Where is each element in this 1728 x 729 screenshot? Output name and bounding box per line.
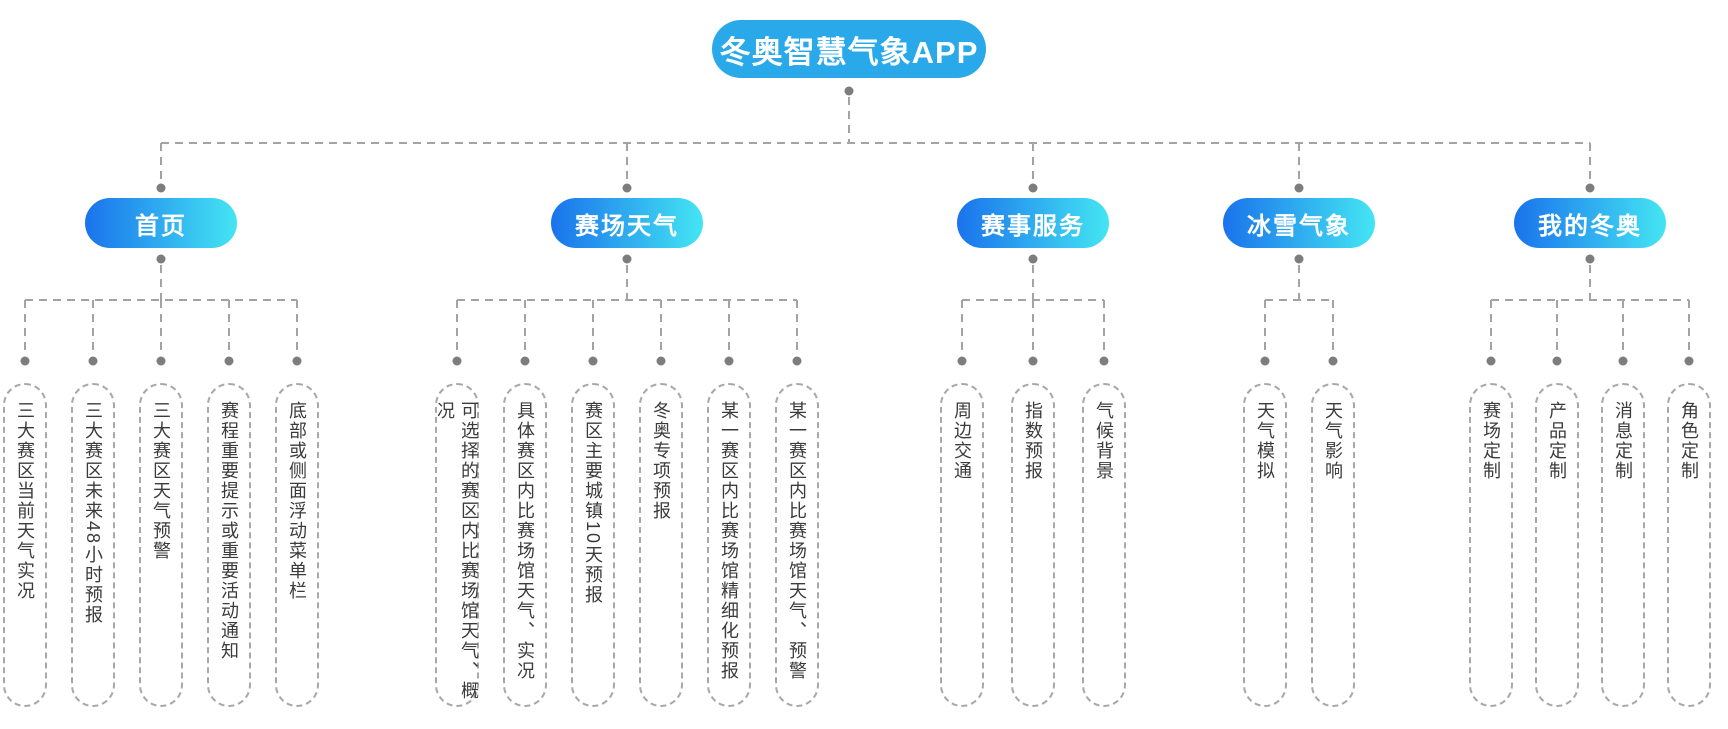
leaf-group-home: 三大赛区当前天气实况 三大赛区未来48小时预报 三大赛区天气预警 赛程重要提示或… <box>3 383 319 707</box>
leaf-node: 消息定制 <box>1601 383 1645 707</box>
leaf-group-event-services: 周边交通 指数预报 气候背景 <box>940 383 1126 707</box>
branch-node-venue-weather: 赛场天气 <box>551 198 703 248</box>
leaf-label: 底部或侧面浮动菜单栏 <box>287 401 307 601</box>
leaf-label: 具体赛区内比赛场馆天气、实况 <box>515 401 535 681</box>
leaf-node: 三大赛区未来48小时预报 <box>71 383 115 707</box>
leaf-label: 三大赛区当前天气实况 <box>15 401 35 601</box>
branch-node-label: 赛事服务 <box>981 212 1085 240</box>
leaf-label: 三大赛区未来48小时预报 <box>83 401 103 626</box>
branch-node-label: 赛场天气 <box>575 212 679 240</box>
leaf-node: 产品定制 <box>1535 383 1579 707</box>
leaf-node: 某一赛区内比赛场馆天气、预警 <box>775 383 819 707</box>
leaf-label: 指数预报 <box>1023 401 1043 481</box>
leaf-node: 可选择的赛区内比赛场馆天气、概况 <box>435 383 479 707</box>
leaf-group-venue-weather: 可选择的赛区内比赛场馆天气、概况 具体赛区内比赛场馆天气、实况 赛区主要城镇10… <box>435 383 819 707</box>
leaf-label: 角色定制 <box>1679 401 1699 481</box>
leaf-label: 三大赛区天气预警 <box>151 401 171 561</box>
leaf-label: 赛场定制 <box>1481 401 1501 481</box>
branch-node-label: 冰雪气象 <box>1247 212 1351 240</box>
leaf-node: 指数预报 <box>1011 383 1055 707</box>
leaf-label: 可选择的赛区内比赛场馆天气、概况 <box>435 401 479 701</box>
leaf-group-ice-snow-weather: 天气模拟 天气影响 <box>1243 383 1355 707</box>
leaf-node: 底部或侧面浮动菜单栏 <box>275 383 319 707</box>
leaf-group-my-olympics: 赛场定制 产品定制 消息定制 角色定制 <box>1469 383 1711 707</box>
leaf-node: 周边交通 <box>940 383 984 707</box>
branch-node-my-olympics: 我的冬奥 <box>1514 198 1666 248</box>
leaf-label: 某一赛区内比赛场馆精细化预报 <box>719 401 739 681</box>
leaf-node: 冬奥专项预报 <box>639 383 683 707</box>
leaf-node: 天气影响 <box>1311 383 1355 707</box>
leaf-label: 天气模拟 <box>1255 401 1275 481</box>
leaf-label: 周边交通 <box>952 401 972 481</box>
leaf-node: 赛场定制 <box>1469 383 1513 707</box>
leaf-node: 三大赛区当前天气实况 <box>3 383 47 707</box>
branch-node-home: 首页 <box>85 198 237 248</box>
leaf-label: 气候背景 <box>1094 401 1114 481</box>
leaf-label: 赛区主要城镇10天预报 <box>583 401 603 606</box>
branch-node-event-services: 赛事服务 <box>957 198 1109 248</box>
branch-node-label: 我的冬奥 <box>1538 212 1642 240</box>
leaf-label: 赛程重要提示或重要活动通知 <box>219 401 239 661</box>
leaf-label: 冬奥专项预报 <box>651 401 671 521</box>
leaf-label: 产品定制 <box>1547 401 1567 481</box>
root-node-label: 冬奥智慧气象APP <box>719 34 979 70</box>
leaf-label: 消息定制 <box>1613 401 1633 481</box>
leaf-node: 三大赛区天气预警 <box>139 383 183 707</box>
leaf-node: 赛程重要提示或重要活动通知 <box>207 383 251 707</box>
leaf-label: 天气影响 <box>1323 401 1343 481</box>
leaf-label: 某一赛区内比赛场馆天气、预警 <box>787 401 807 681</box>
leaf-node: 气候背景 <box>1082 383 1126 707</box>
leaf-node: 某一赛区内比赛场馆精细化预报 <box>707 383 751 707</box>
root-node: 冬奥智慧气象APP <box>712 20 986 78</box>
leaf-node: 天气模拟 <box>1243 383 1287 707</box>
branch-node-label: 首页 <box>135 212 187 240</box>
leaf-node: 具体赛区内比赛场馆天气、实况 <box>503 383 547 707</box>
leaf-node: 角色定制 <box>1667 383 1711 707</box>
branch-node-ice-snow-weather: 冰雪气象 <box>1223 198 1375 248</box>
leaf-node: 赛区主要城镇10天预报 <box>571 383 615 707</box>
